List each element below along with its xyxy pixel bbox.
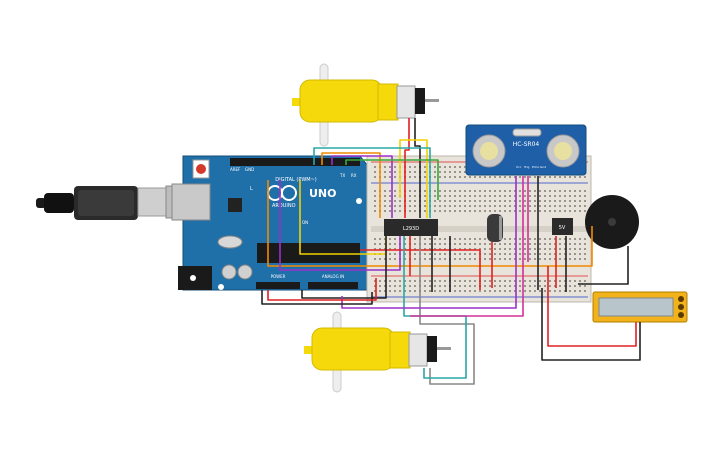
wire-red-lcd: [547, 266, 637, 347]
digital-header-label: DIGITAL (PWM~): [275, 177, 317, 183]
dc-gear-motor-2[interactable]: [304, 311, 451, 393]
sensor-pin-echo: Echo: [532, 165, 539, 169]
sensor-pin-gnd: Gnd: [540, 165, 546, 169]
wire-yellow-top: [399, 139, 428, 218]
wire-green-top: [345, 159, 439, 200]
crystal-oscillator: [512, 128, 542, 137]
wire-red-breadboard: [360, 249, 481, 290]
rx-label: RX: [351, 173, 357, 178]
analog-header: [308, 282, 358, 289]
microcontroller-chip: [257, 243, 360, 263]
wire-black-arduino: [301, 236, 387, 299]
arduino-uno-board[interactable]: DIGITAL (PWM~) AREF GND TX RX L ON UNO A…: [171, 155, 369, 291]
wires: [261, 118, 641, 385]
wire-motor1-red: [404, 118, 410, 218]
piezo-buzzer[interactable]: [585, 195, 639, 249]
brand-label: ARDUINO: [272, 203, 296, 209]
wire-purple-sensor: [341, 176, 517, 309]
power-header-label: POWER: [271, 274, 286, 279]
wire-motor1-black: [414, 118, 421, 218]
wire-gray-motor2: [419, 236, 475, 385]
voltage-regulator[interactable]: 5V: [552, 218, 573, 235]
lcd-display[interactable]: [592, 291, 688, 323]
power-header: [256, 282, 300, 289]
capacitor-2: [237, 264, 253, 280]
sensor-pin-vcc: Vcc: [516, 165, 522, 169]
motor-driver-ic[interactable]: L293D: [384, 219, 438, 236]
wire-teal-motor2: [403, 236, 467, 379]
ultrasonic-sensor[interactable]: HC-SR04 Vcc Trig Echo Gnd: [465, 124, 587, 176]
analog-header-label: ANALOG IN: [322, 274, 344, 279]
led-l-label: L: [250, 186, 253, 192]
wire-orange-top: [321, 152, 381, 218]
driver-ic-label: L293D: [403, 226, 419, 232]
wire-purple-arduino: [279, 180, 401, 271]
wire-black-lcd: [541, 288, 641, 361]
wire-orange-long: [267, 180, 593, 267]
wire-red-bottom: [267, 278, 377, 301]
wire-black-buzzer: [578, 246, 629, 285]
wire-black-bottom: [261, 290, 373, 305]
dc-gear-motor-1[interactable]: [292, 63, 439, 147]
on-label: ON: [302, 220, 308, 225]
usb-chip: [228, 198, 242, 212]
usb-port: [171, 183, 211, 221]
tx-label: TX: [339, 173, 345, 178]
wire-purple-top: [331, 155, 393, 218]
sensor-pins: Vcc Trig Echo Gnd: [516, 165, 546, 169]
capacitor-1: [221, 264, 237, 280]
digital-header: [230, 158, 360, 166]
regulator-label: 5V: [559, 225, 566, 231]
usb-cable: [36, 185, 189, 220]
sensor-model-label: HC-SR04: [513, 141, 540, 148]
wire-magenta-sensor: [410, 176, 524, 317]
sensor-pin-trig: Trig: [523, 165, 529, 169]
model-label: UNO: [309, 187, 337, 200]
electrolytic-capacitor[interactable]: [487, 214, 503, 242]
wire-teal-top: [313, 147, 431, 218]
crystal: [217, 235, 243, 249]
gnd-label: GND: [245, 167, 254, 172]
aref-label: AREF: [230, 167, 241, 172]
